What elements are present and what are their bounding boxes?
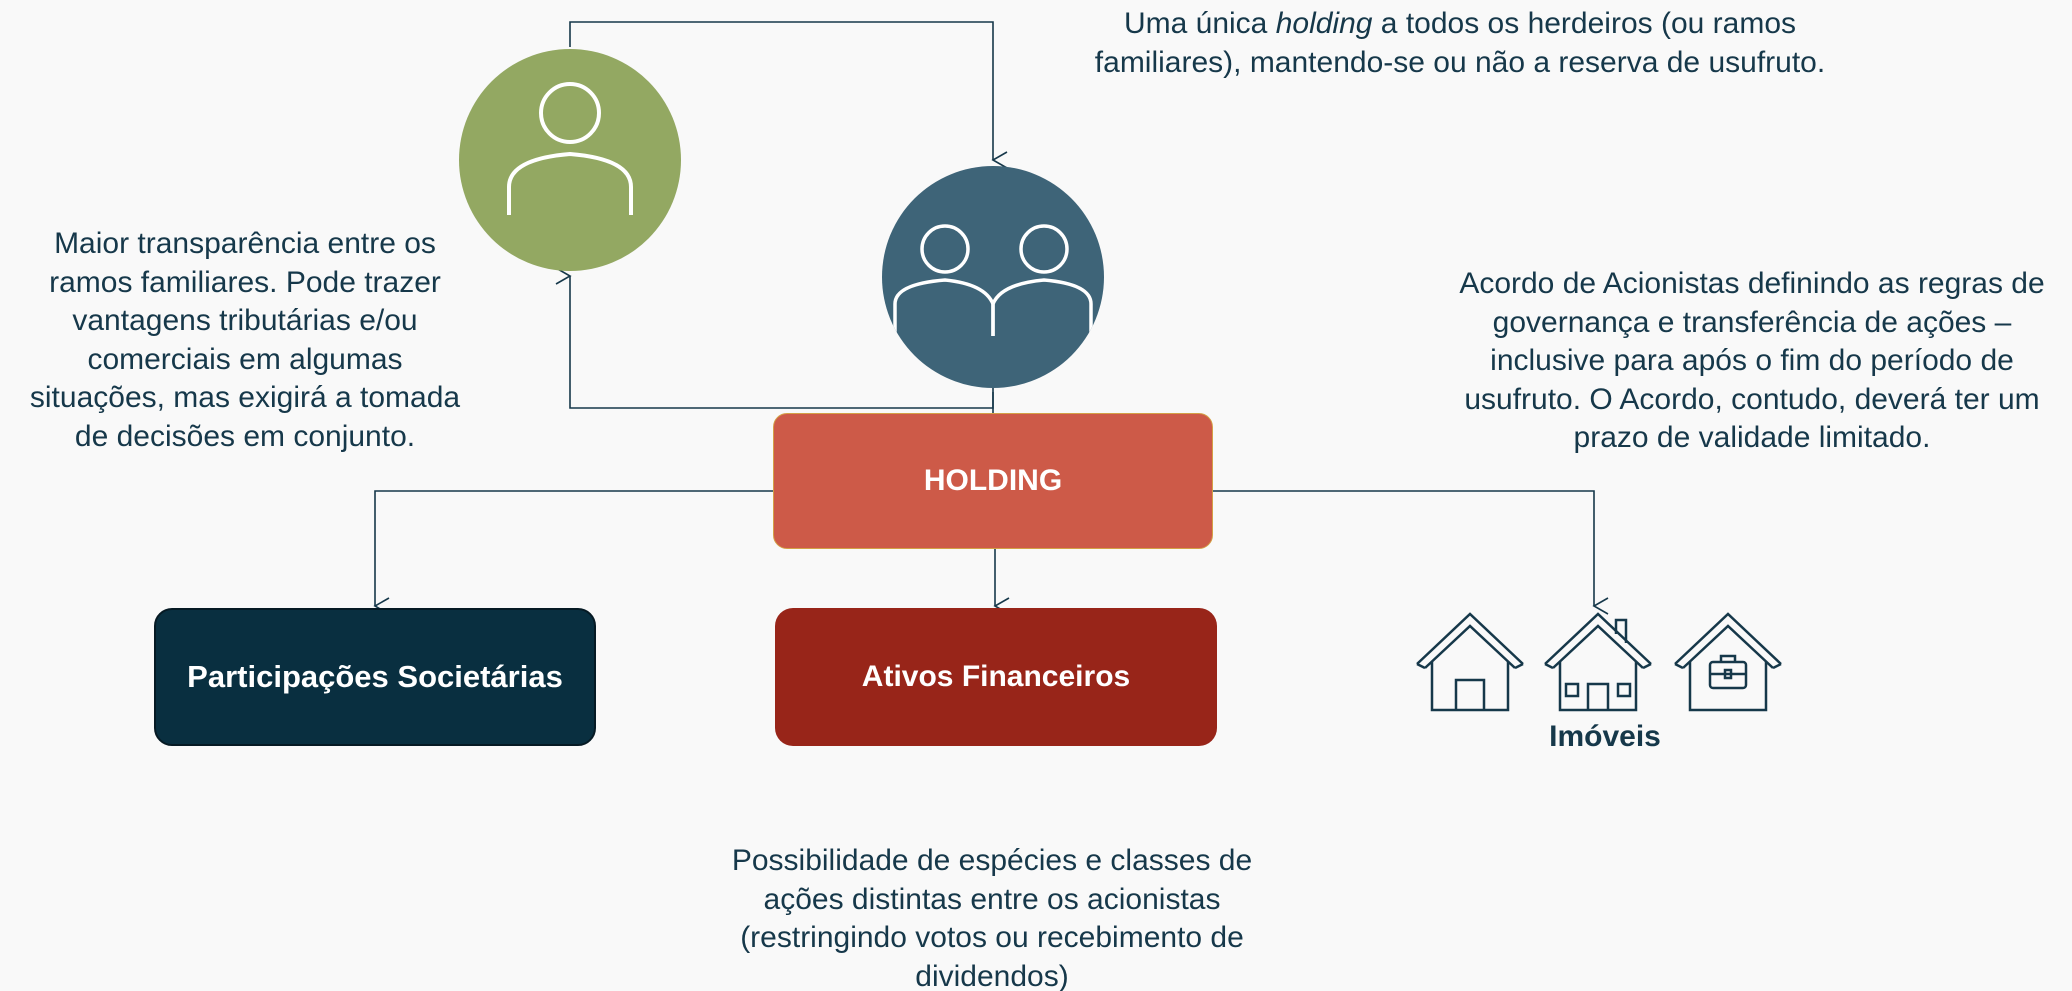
left-note-line: de decisões em conjunto.: [74, 419, 416, 453]
right-note: Acordo de Acionistas definindo as regras…: [1432, 265, 2072, 458]
house-with-chimney-icon: [1544, 612, 1652, 712]
left-note-line: Maior transparência entre os: [54, 227, 436, 260]
holding-box: HOLDING: [773, 413, 1213, 549]
ativos-label: Ativos Financeiros: [861, 660, 1131, 693]
left-note-line: comerciais em algumas: [87, 342, 403, 376]
top-note: Uma única holding a todos os herdeiros (…: [1060, 5, 1860, 82]
top-note-italic-holding: holding: [1275, 7, 1373, 40]
participacoes-box: Participações Societárias: [154, 608, 596, 746]
left-note: Maior transparência entre os ramos famil…: [0, 225, 490, 456]
ativos-box: Ativos Financeiros: [775, 608, 1217, 746]
arrow-holding-to-participacoes: [373, 490, 773, 615]
bottom-note-line: dividendos): [915, 959, 1069, 991]
single-person-icon: [507, 82, 633, 215]
left-note-line: situações, mas exigirá a tomada: [29, 381, 461, 414]
right-note-line: inclusive para após o fim do período de: [1490, 344, 2014, 377]
bottom-note: Possibilidade de espécies e classes de a…: [732, 842, 1252, 991]
bottom-note-line: ações distintas entre os acionistas: [763, 882, 1221, 916]
right-note-line: governança e transferência de ações –: [1492, 305, 2012, 339]
imoveis-label: Imóveis: [1549, 720, 1661, 753]
bottom-note-line: Possibilidade de espécies e classes de: [731, 844, 1253, 877]
top-note-line-2: familiares), mantendo-se ou não a reserv…: [1094, 45, 1826, 79]
heirs-circle: [882, 166, 1104, 388]
right-note-line: usufruto. O Acordo, contudo, deverá ter …: [1464, 382, 2040, 416]
left-note-line: ramos familiares. Pode trazer: [49, 265, 441, 299]
bottom-note-line: (restringindo votos ou recebimento de: [740, 921, 1244, 954]
two-people-icon: [893, 224, 1093, 336]
holding-label: HOLDING: [923, 464, 1063, 497]
right-note-line: Acordo de Acionistas definindo as regras…: [1459, 267, 2045, 300]
top-note-text-before: Uma única: [1123, 7, 1276, 40]
top-note-line-1: Uma única holding a todos os herdeiros (…: [1060, 5, 1860, 44]
top-note-text-after: a todos os herdeiros (ou ramos: [1372, 7, 1797, 40]
house-icon: [1416, 612, 1524, 712]
founder-circle: [459, 49, 681, 271]
left-note-line: vantagens tributárias e/ou: [72, 304, 418, 337]
arrow-founder-to-heirs: [569, 21, 1008, 169]
commercial-building-briefcase-icon: [1674, 612, 1782, 712]
participacoes-label: Participações Societárias: [187, 659, 563, 694]
property-icons: [1416, 612, 1782, 712]
right-note-line: prazo de validade limitado.: [1573, 421, 1931, 454]
arrow-holding-to-imoveis: [1213, 490, 1609, 615]
